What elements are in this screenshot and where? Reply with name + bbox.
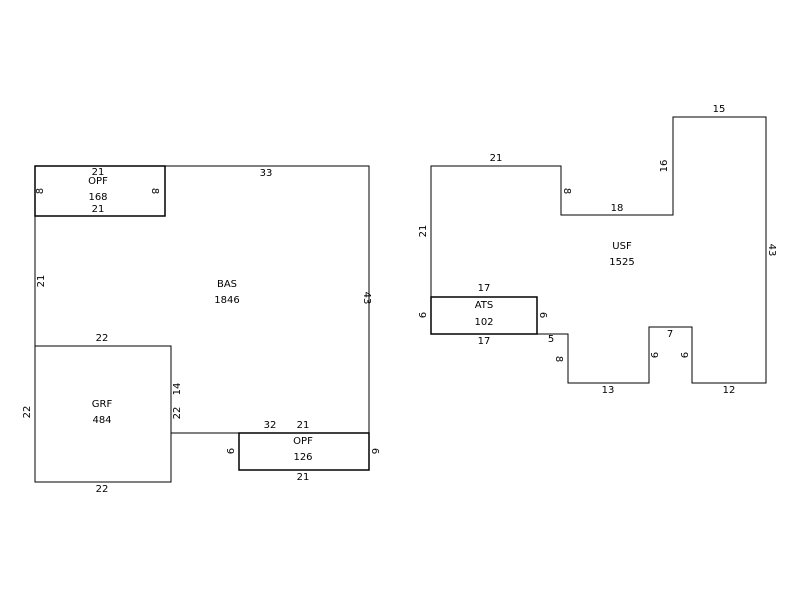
usf-dim-step-8: 8 [561, 188, 572, 194]
grf-name: GRF [92, 399, 113, 410]
usf-dim-bottom-mid: 13 [602, 385, 615, 396]
bas-name: BAS [217, 279, 237, 290]
opf-top-dim-bottom: 21 [92, 204, 105, 215]
usf-dim-step-5: 5 [548, 334, 554, 345]
bas-dim-left: 21 [36, 275, 47, 288]
opf-top-dim-top: 21 [92, 167, 105, 178]
usf-dim-bottom-right: 12 [723, 385, 736, 396]
opf-bottom-dim-bottom: 21 [297, 472, 310, 483]
opf-bottom-outline [238, 432, 370, 471]
bas-dim-top: 33 [260, 168, 273, 179]
usf-dim-rise-16: 16 [659, 160, 670, 173]
opf-top-outline [34, 165, 166, 217]
usf-area: 1525 [609, 257, 634, 268]
opf-bottom-dim-right: 6 [369, 448, 380, 454]
ats-dim-right: 6 [537, 312, 548, 318]
opf-top-area: 168 [88, 192, 107, 203]
usf-dim-notch-top: 7 [667, 329, 673, 340]
ats-outline [430, 296, 538, 335]
usf-dim-notch-right: 9 [678, 352, 689, 358]
ats-dim-bottom: 17 [478, 336, 491, 347]
opf-bottom-dim-left: 6 [226, 448, 237, 454]
grf-dim-left: 22 [22, 406, 33, 419]
opf-bottom-name: OPF [293, 436, 313, 447]
ats-dim-top: 17 [478, 283, 491, 294]
bas-dim-right: 43 [361, 292, 372, 305]
bas-outline [34, 165, 370, 434]
opf-top-dim-left: 8 [35, 188, 46, 194]
grf-outline [34, 345, 172, 483]
usf-outline [430, 116, 767, 384]
grf-dim-top: 22 [96, 333, 109, 344]
opf-top-name: OPF [88, 176, 108, 187]
opf-bottom-area: 126 [293, 452, 312, 463]
ats-dim-left: 6 [418, 312, 429, 318]
opf-bottom-dim-top: 21 [297, 420, 310, 431]
usf-dim-right: 43 [766, 244, 777, 257]
grf-dim-bottom: 22 [96, 484, 109, 495]
usf-name: USF [612, 241, 632, 252]
right-sketch: USF 1525 21 8 18 16 15 43 12 9 7 9 13 8 … [418, 104, 777, 396]
bas-area: 1846 [214, 295, 239, 306]
ats-area: 102 [474, 317, 493, 328]
grf-dim-right: 22 [172, 407, 183, 420]
usf-dim-notch-left: 9 [648, 352, 659, 358]
opf-top-dim-right: 8 [149, 188, 160, 194]
ats-name: ATS [475, 300, 494, 311]
usf-dim-top-left: 21 [490, 153, 503, 164]
usf-dim-left: 21 [418, 225, 429, 238]
bas-dim-bottom: 32 [264, 420, 277, 431]
grf-area: 484 [92, 415, 111, 426]
grf-dim-step: 14 [172, 383, 183, 396]
usf-dim-top-right: 15 [713, 104, 726, 115]
usf-dim-mid-18: 18 [611, 203, 624, 214]
usf-dim-drop-8: 8 [553, 356, 564, 362]
left-sketch: BAS 1846 33 43 21 32 OPF 168 21 21 8 8 G… [22, 165, 380, 495]
